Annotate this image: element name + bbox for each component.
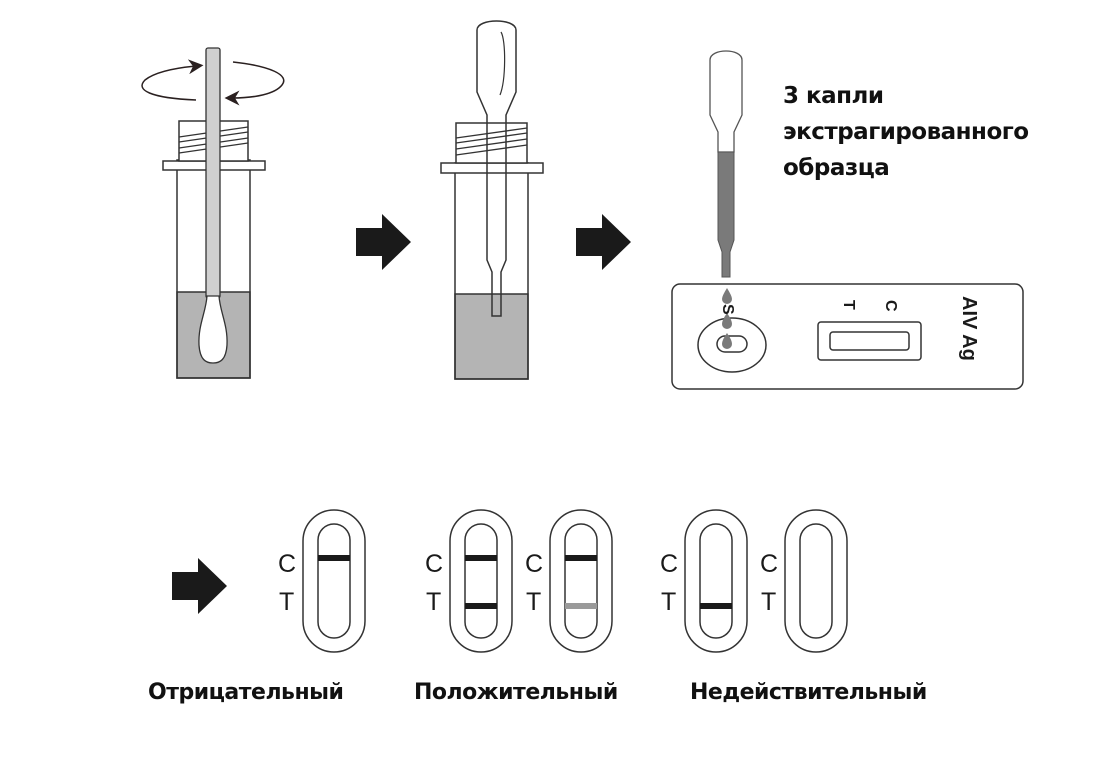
sample-well-outer (697, 317, 767, 373)
test-label: T (279, 588, 294, 616)
step2-tube-with-dropper (440, 20, 544, 380)
strip-window (464, 523, 498, 639)
control-label: C (278, 550, 296, 578)
result-strip: CT (760, 509, 848, 653)
cassette-control-label: C (882, 300, 899, 312)
cassette-test-label: T (840, 300, 857, 310)
result-window-outer (817, 321, 922, 361)
result-strip: CT (525, 509, 613, 653)
result-strip: CT (660, 509, 748, 653)
dropper-highlight (499, 31, 506, 96)
sample-drops (722, 288, 732, 349)
cassette-body (671, 283, 1024, 390)
drops-line-1: 3 капли (783, 83, 884, 109)
strip-window (317, 523, 351, 639)
sample-well-label: S (719, 304, 736, 315)
strip-window (699, 523, 733, 639)
result-strip: CT (278, 509, 366, 653)
test-label: T (761, 588, 776, 616)
sample-well-inner (716, 335, 748, 353)
drops-line-2: экстрагированного (783, 119, 1029, 145)
test-line (565, 603, 597, 609)
control-line (565, 555, 597, 561)
swab-stick (205, 47, 221, 299)
strip-window (564, 523, 598, 639)
caption-invalid: Недействительный (690, 680, 927, 705)
step3-dropper-and-cassette: S C T AIV Ag (671, 50, 1024, 390)
result-window-inner (829, 331, 910, 351)
strip-window (799, 523, 833, 639)
thread-lines (455, 127, 528, 156)
test-label: T (526, 588, 541, 616)
dropper (476, 20, 517, 317)
tube-rim (440, 162, 544, 174)
rotate-arrows-icon (141, 59, 285, 106)
swab-tip (198, 295, 228, 364)
drops-line-3: образца (783, 155, 890, 181)
control-line (318, 555, 350, 561)
test-line (700, 603, 732, 609)
result-strip: CT (425, 509, 513, 653)
arrow-right-icon (356, 214, 411, 270)
test-line (465, 603, 497, 609)
caption-negative: Отрицательный (148, 680, 344, 705)
drops-instruction: 3 капли экстрагированного образца (783, 78, 1029, 186)
cassette-product-label: AIV Ag (958, 296, 980, 361)
control-label: C (425, 550, 443, 578)
arrow-right-icon (576, 214, 631, 270)
step1-tube-with-swab (141, 47, 285, 379)
dropper-bulb (709, 50, 743, 153)
control-label: C (760, 550, 778, 578)
control-label: C (660, 550, 678, 578)
test-label: T (426, 588, 441, 616)
arrow-right-icon (172, 558, 227, 614)
dropper-fill (717, 151, 735, 278)
test-label: T (661, 588, 676, 616)
control-line (465, 555, 497, 561)
control-label: C (525, 550, 543, 578)
caption-positive: Положительный (414, 680, 618, 705)
